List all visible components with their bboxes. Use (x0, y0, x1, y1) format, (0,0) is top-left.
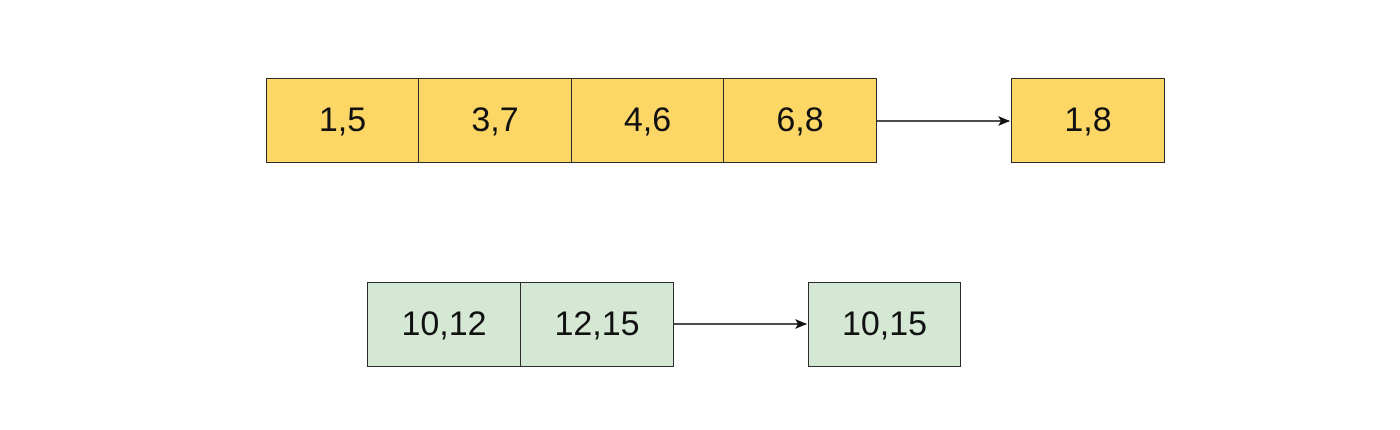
interval-cell: 12,15 (520, 282, 674, 367)
interval-cell: 6,8 (723, 78, 877, 163)
interval-cell: 10,12 (367, 282, 521, 367)
interval-cell: 3,7 (418, 78, 572, 163)
interval-cell: 1,5 (266, 78, 419, 163)
merged-interval-cell: 1,8 (1011, 78, 1165, 163)
merged-interval-cell: 10,15 (808, 282, 961, 367)
interval-cell: 4,6 (571, 78, 724, 163)
